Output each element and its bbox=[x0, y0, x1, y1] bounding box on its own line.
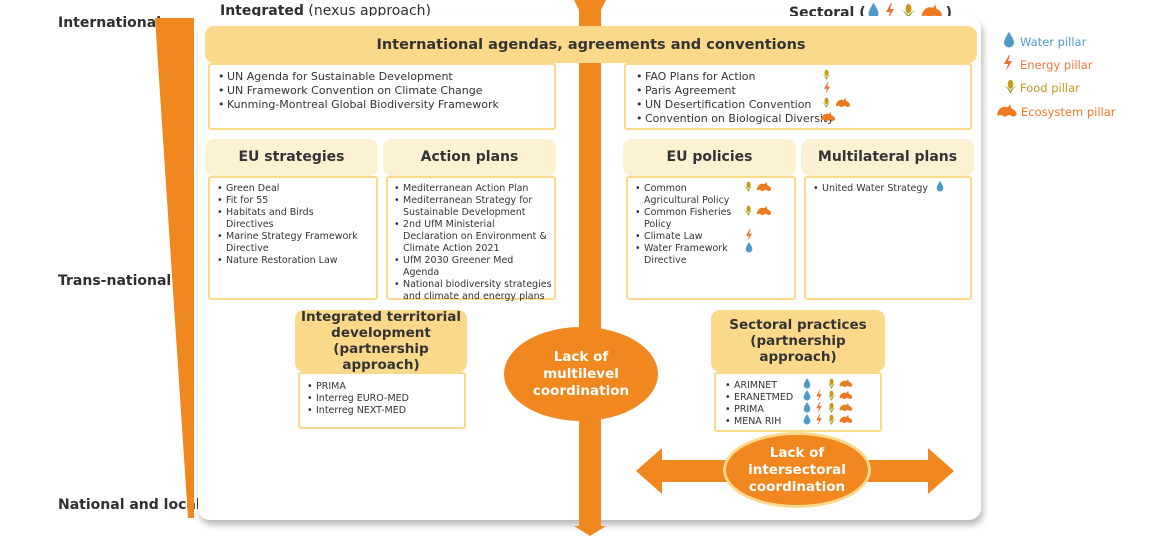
water-icon bbox=[867, 3, 880, 23]
level-national-local: National and local bbox=[58, 497, 201, 513]
list-item: Water Framework Directive bbox=[635, 243, 734, 267]
ecosystem-icon bbox=[839, 402, 853, 412]
international-agendas-header: International agendas, agreements and co… bbox=[205, 26, 977, 63]
list-item: ARIMNET bbox=[725, 380, 880, 392]
list-item: Climate Law bbox=[635, 231, 794, 243]
list-item: ERANETMED bbox=[725, 392, 880, 404]
integrated-header-bold: Integrated bbox=[220, 3, 304, 19]
energy-icon bbox=[815, 390, 823, 401]
legend-ecosystem-label: Ecosystem pillar bbox=[1021, 105, 1116, 119]
vertical-arrow bbox=[574, 0, 606, 536]
list-item: Nature Restoration Law bbox=[217, 255, 376, 267]
level-transnational: Trans-national bbox=[58, 273, 172, 289]
energy-icon bbox=[884, 3, 896, 23]
water-icon bbox=[803, 414, 811, 425]
food-icon bbox=[1003, 79, 1020, 97]
list-item: Marine Strategy Framework Directive bbox=[217, 231, 376, 255]
water-icon bbox=[745, 242, 753, 253]
energy-icon bbox=[815, 414, 823, 425]
action-plans-header: Action plans bbox=[383, 139, 556, 176]
list-item: Habitats and Birds Directives bbox=[217, 207, 336, 231]
eu-policies-box: Common Agricultural Policy Common Fisher… bbox=[626, 176, 796, 300]
list-item: UN Framework Convention on Climate Chang… bbox=[218, 84, 554, 98]
list-item: 2nd UfM Ministerial Declaration on Envir… bbox=[394, 219, 552, 255]
list-item: FAO Plans for Action bbox=[636, 70, 970, 84]
sectoral-practices-box: ARIMNET ERANETMED PRIMA MENA RIH bbox=[714, 372, 882, 432]
territorial-development-header: Integrated territorial development (part… bbox=[295, 309, 467, 373]
list-item: Common Agricultural Policy bbox=[635, 183, 744, 207]
list-item: UfM 2030 Greener Med Agenda bbox=[394, 255, 552, 279]
integrated-header: Integrated (nexus approach) bbox=[220, 3, 431, 19]
list-item: United Water Strategy bbox=[813, 183, 970, 195]
ecosystem-icon bbox=[921, 3, 943, 23]
eu-strategies-box: Green Deal Fit for 55 Habitats and Birds… bbox=[208, 176, 378, 300]
ecosystem-icon bbox=[820, 111, 836, 122]
list-item: Interreg NEXT-MED bbox=[307, 405, 464, 417]
eu-strategies-header: EU strategies bbox=[205, 139, 378, 176]
action-plans-box: Mediterranean Action Plan Mediterranean … bbox=[386, 176, 556, 303]
water-icon bbox=[1003, 32, 1020, 51]
list-item: Paris Agreement bbox=[636, 84, 970, 98]
water-icon bbox=[803, 378, 811, 389]
list-item: Common Fisheries Policy bbox=[635, 207, 744, 231]
level-international: International bbox=[58, 15, 162, 31]
food-icon bbox=[826, 378, 837, 389]
energy-icon bbox=[745, 229, 753, 241]
eu-policies-header: EU policies bbox=[623, 139, 796, 176]
list-item: Kunming-Montreal Global Biodiversity Fra… bbox=[218, 98, 554, 112]
water-icon bbox=[936, 181, 944, 192]
legend-water: Water pillar bbox=[1003, 32, 1086, 51]
list-item: Green Deal bbox=[217, 183, 376, 195]
ecosystem-icon bbox=[839, 390, 853, 400]
list-item: UN Desertification Convention bbox=[636, 98, 970, 112]
sectoral-international-box: FAO Plans for Action Paris Agreement UN … bbox=[624, 63, 972, 130]
legend-food-label: Food pillar bbox=[1020, 81, 1080, 95]
food-icon bbox=[743, 181, 754, 192]
legend-ecosystem: Ecosystem pillar bbox=[996, 103, 1116, 121]
legend-food: Food pillar bbox=[1003, 79, 1080, 97]
food-icon bbox=[826, 390, 837, 401]
food-icon bbox=[826, 414, 837, 425]
water-icon bbox=[803, 390, 811, 401]
sectoral-practices-header: Sectoral practices (partnership approach… bbox=[711, 310, 885, 372]
food-icon bbox=[826, 402, 837, 413]
ecosystem-icon bbox=[839, 378, 853, 388]
vertical-wedge bbox=[155, 18, 194, 518]
list-item: National biodiversity strategies and cli… bbox=[394, 279, 552, 303]
integrated-international-box: UN Agenda for Sustainable Development UN… bbox=[208, 63, 556, 130]
list-item: PRIMA bbox=[725, 404, 880, 416]
food-icon bbox=[900, 3, 917, 23]
territorial-development-box: PRIMA Interreg EURO-MED Interreg NEXT-ME… bbox=[298, 372, 466, 429]
sectoral-header-close: ) bbox=[945, 5, 953, 21]
list-item: Convention on Biological Diversity bbox=[636, 112, 970, 126]
food-icon bbox=[743, 205, 754, 216]
ecosystem-icon bbox=[835, 97, 851, 108]
lack-multilevel-coordination: Lack of multilevel coordination bbox=[504, 327, 658, 421]
list-item: MENA RIH bbox=[725, 416, 880, 428]
multilateral-plans-header: Multilateral plans bbox=[801, 139, 974, 176]
energy-icon bbox=[823, 82, 831, 94]
energy-icon bbox=[815, 402, 823, 413]
energy-icon bbox=[1003, 55, 1020, 74]
list-item: PRIMA bbox=[307, 381, 464, 393]
food-icon bbox=[821, 69, 832, 80]
legend-energy: Energy pillar bbox=[1003, 55, 1093, 74]
list-item: Interreg EURO-MED bbox=[307, 393, 464, 405]
legend-water-label: Water pillar bbox=[1020, 34, 1087, 49]
ecosystem-icon bbox=[756, 181, 772, 192]
list-item: Fit for 55 bbox=[217, 195, 376, 207]
lack-intersectoral-coordination: Lack of intersectoral coordination bbox=[723, 432, 871, 508]
multilateral-plans-box: United Water Strategy bbox=[804, 176, 972, 300]
list-item: Mediterranean Action Plan bbox=[394, 183, 552, 195]
ecosystem-icon bbox=[996, 103, 1021, 121]
integrated-header-rest: (nexus approach) bbox=[303, 3, 431, 19]
ecosystem-icon bbox=[756, 205, 772, 216]
legend-energy-label: Energy pillar bbox=[1020, 57, 1093, 72]
list-item: UN Agenda for Sustainable Development bbox=[218, 70, 554, 84]
list-item: Mediterranean Strategy for Sustainable D… bbox=[394, 195, 552, 219]
food-icon bbox=[821, 97, 832, 108]
water-icon bbox=[803, 402, 811, 413]
ecosystem-icon bbox=[839, 414, 853, 424]
